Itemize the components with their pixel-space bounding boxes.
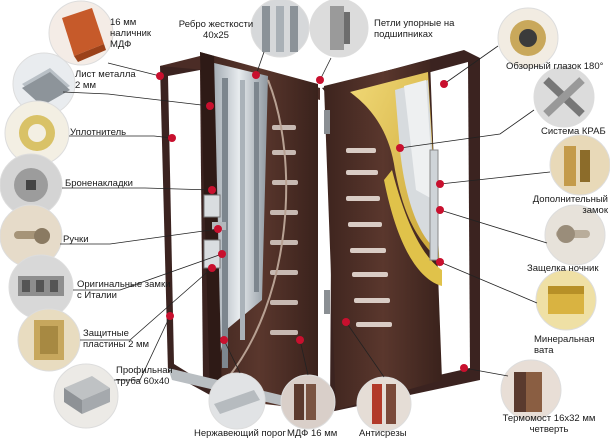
label-petli: Петли упорные на подшипниках [374, 18, 454, 40]
thumb-mineral-vata [536, 270, 596, 330]
label-krab: Система КРАБ [541, 126, 606, 137]
thumb-krab [534, 67, 594, 127]
label-dop-zamok: Дополнительный замок [514, 194, 608, 216]
right-door-leaf [324, 60, 442, 410]
label-zashchitnye-plastiny: Защитные пластины 2 мм [83, 328, 149, 350]
thumb-nalichnik [49, 1, 113, 65]
label-zamki-italia: Оригинальные замки с Италии [77, 279, 170, 301]
label-glazok: Обзорный глазок 180° [506, 61, 603, 72]
thumb-petli [310, 0, 368, 57]
label-zashchelka: Защелка ночник [527, 263, 599, 274]
label-antisrezy: Антисрезы [359, 428, 407, 439]
label-porog: Нержавеющий порог [194, 428, 286, 439]
thumb-zashchitnye-plastiny [18, 309, 80, 371]
thumb-glazok [498, 8, 558, 68]
label-ruchki: Ручки [63, 234, 89, 245]
label-nalichnik-mdf: 16 мм наличник МДФ [110, 17, 151, 50]
label-mdf-16: МДФ 16 мм [287, 428, 337, 439]
label-termomost: Термомост 16х32 мм четверть [492, 413, 606, 435]
label-bronenakladki: Броненакладки [65, 178, 133, 189]
thumb-antisrezy [357, 377, 411, 431]
label-list-metalla: Лист металла 2 мм [75, 69, 136, 91]
label-mineral-vata: Минеральная вата [534, 334, 594, 356]
thumb-zamki [9, 255, 73, 319]
thumb-termomost [501, 360, 561, 420]
thumb-porog [209, 373, 265, 429]
thumb-mdf16 [281, 375, 335, 429]
label-rebro-zhestkosti: Ребро жесткости 40х25 [174, 19, 258, 41]
label-uplotnitel: Уплотнитель [70, 127, 126, 138]
thumb-profilnaya-truba [54, 364, 118, 428]
thumb-rebro [251, 0, 309, 57]
label-profilnaya-truba: Профильная труба 60х40 [116, 365, 173, 387]
thumb-dop-zamok [550, 135, 610, 195]
